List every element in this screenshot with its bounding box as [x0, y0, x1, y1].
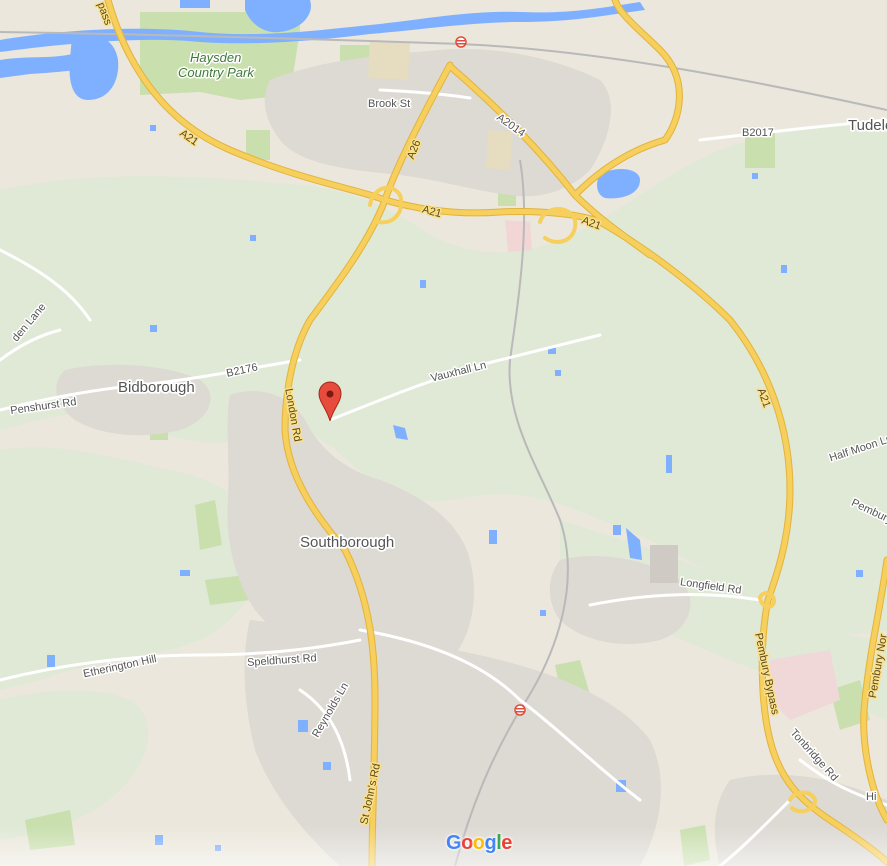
tunbridge-wells-urban — [244, 620, 661, 866]
google-logo-letter: o — [472, 832, 485, 854]
google-logo-letter: o — [461, 832, 473, 854]
label-haysden: Haysden — [190, 50, 241, 65]
river-medway[interactable] — [0, 2, 645, 52]
road-a26-london-rd[interactable] — [282, 62, 453, 866]
rail-station-icon[interactable] — [514, 704, 526, 716]
label-tudeley: Tudele — [848, 117, 887, 134]
label-b2017: B2017 — [742, 127, 774, 139]
label-hi: Hi — [866, 791, 876, 803]
rail-station-icon[interactable] — [455, 36, 467, 48]
a21-a26-junction[interactable] — [368, 185, 404, 225]
major-roads — [104, 0, 887, 866]
water-bodies — [0, 0, 863, 851]
google-logo[interactable]: Google — [446, 832, 512, 855]
google-logo-letter: e — [501, 832, 512, 854]
google-logo-letter: G — [446, 832, 462, 854]
road-a21[interactable] — [105, 0, 887, 865]
bottom-fade — [0, 826, 887, 866]
map-pin-icon[interactable] — [318, 381, 342, 422]
label-bidborough: Bidborough — [118, 379, 195, 396]
road-a2014[interactable] — [449, 65, 653, 258]
label-brook-st: Brook St — [368, 98, 410, 110]
minor-roads — [0, 88, 887, 866]
label-country-park: Country Park — [178, 65, 255, 80]
a21-a2014-junction[interactable] — [538, 207, 578, 244]
label-southborough: Southborough — [300, 534, 394, 551]
tonbridge-urban — [264, 49, 611, 197]
google-logo-letter: g — [484, 832, 497, 854]
google-logo-letter: l — [496, 832, 502, 854]
